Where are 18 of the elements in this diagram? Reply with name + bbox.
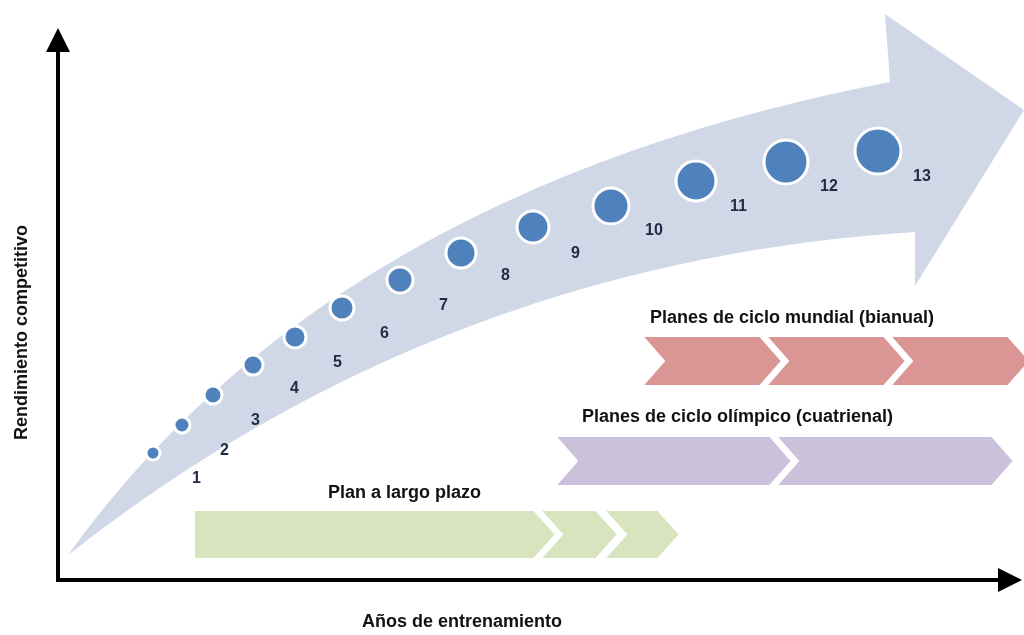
step-number: 4 xyxy=(290,380,299,396)
step-number: 12 xyxy=(820,178,838,194)
step-number: 7 xyxy=(439,297,448,313)
step-number: 8 xyxy=(501,267,510,283)
plan-label: Planes de ciclo olímpico (cuatrienal) xyxy=(582,407,894,425)
axis-title: Rendimiento competitivo xyxy=(12,225,30,440)
step-number: 5 xyxy=(333,354,342,370)
plan-label: Plan a largo plazo xyxy=(328,483,482,501)
step-number: 2 xyxy=(220,442,229,458)
axis-title: Años de entrenamiento xyxy=(362,612,563,630)
step-number: 10 xyxy=(645,222,663,238)
step-number: 11 xyxy=(730,198,747,214)
step-number: 6 xyxy=(380,325,389,341)
step-number: 13 xyxy=(913,168,931,184)
plan-label: Planes de ciclo mundial (bianual) xyxy=(650,308,935,326)
step-number: 9 xyxy=(571,245,580,261)
step-number: 3 xyxy=(251,412,260,428)
step-number: 1 xyxy=(192,470,201,486)
